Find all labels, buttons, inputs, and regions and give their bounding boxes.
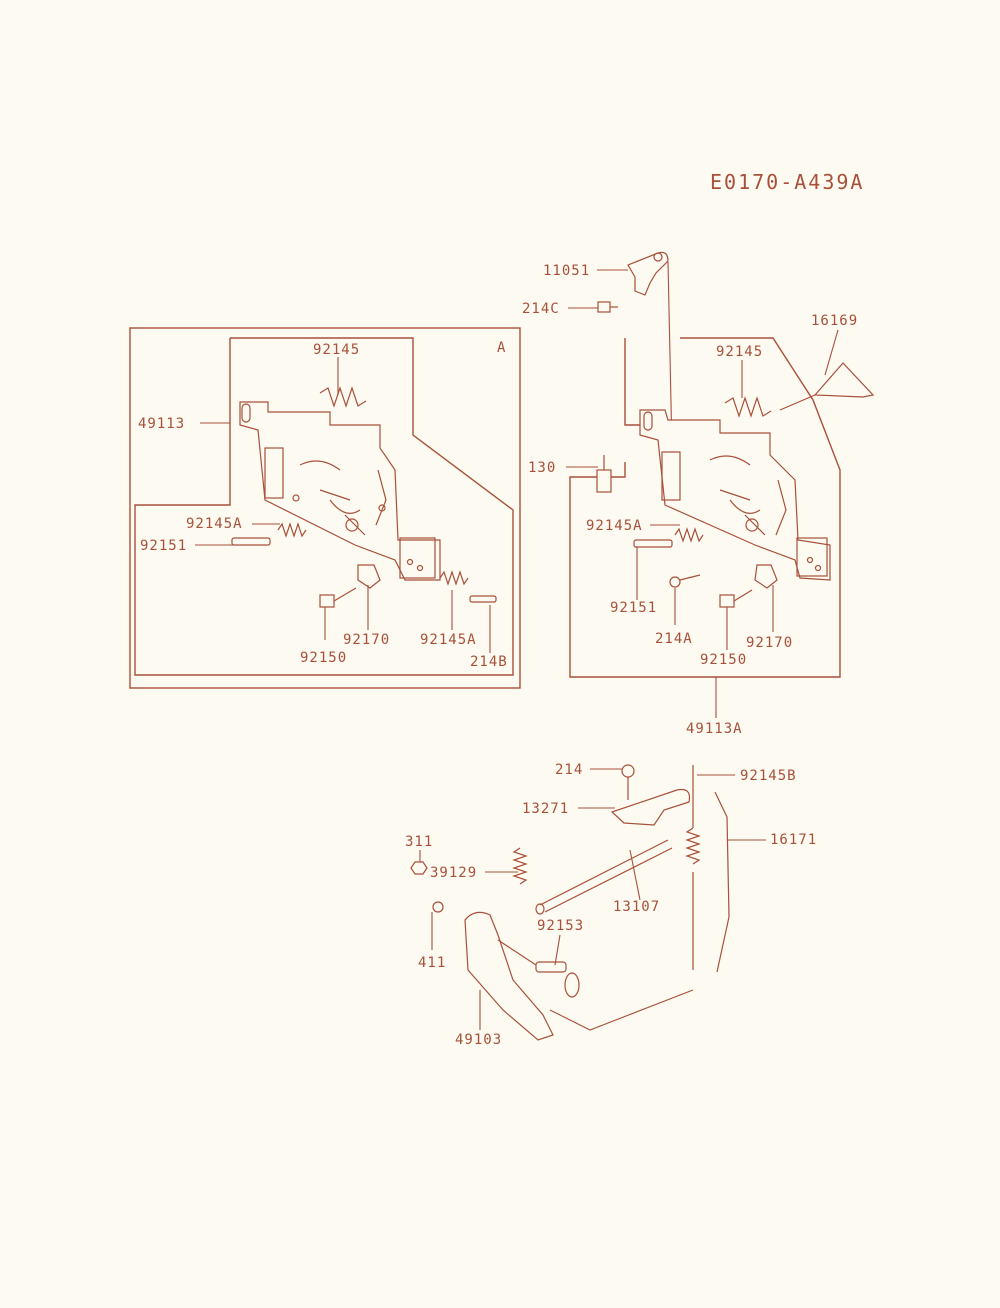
- label-92150-a: 92150: [300, 650, 348, 666]
- label-49113A: 49113A: [686, 721, 743, 737]
- label-92151-a: 92151: [140, 538, 188, 554]
- label-92170-b: 92170: [746, 635, 794, 651]
- label-11051: 11051: [543, 263, 591, 279]
- label-130: 130: [528, 460, 557, 476]
- label-16169: 16169: [811, 313, 859, 329]
- label-13107: 13107: [613, 899, 661, 915]
- governor-assembly-b: [639, 362, 875, 581]
- label-92150-b: 92150: [700, 652, 748, 668]
- section-a-label: A: [497, 340, 507, 356]
- label-214A: 214A: [655, 631, 693, 647]
- leaders-b: [566, 269, 839, 650]
- label-49103: 49103: [455, 1032, 503, 1048]
- label-92151-b: 92151: [610, 600, 658, 616]
- label-92170-a: 92170: [343, 632, 391, 648]
- diagram-code: E0170-A439A: [710, 170, 865, 194]
- label-92145A-a1: 92145A: [186, 516, 243, 532]
- label-13271: 13271: [522, 801, 570, 817]
- label-214C: 214C: [522, 301, 560, 317]
- label-92145B: 92145B: [740, 768, 797, 784]
- leaders-lower: [419, 768, 766, 1031]
- label-214B: 214B: [470, 654, 508, 670]
- label-39129: 39129: [430, 865, 478, 881]
- label-92145A-a2: 92145A: [420, 632, 477, 648]
- label-92145A-b: 92145A: [586, 518, 643, 534]
- label-311: 311: [405, 834, 434, 850]
- lower-assembly: [410, 764, 730, 1041]
- governor-assembly-a: [239, 386, 441, 581]
- small-parts-a: [231, 522, 497, 608]
- bracket-11051: [597, 251, 673, 451]
- label-92145-b: 92145: [716, 344, 764, 360]
- label-214: 214: [555, 762, 584, 778]
- label-92145-a: 92145: [313, 342, 361, 358]
- section-a-frame: [129, 327, 521, 689]
- label-92153: 92153: [537, 918, 585, 934]
- leaders-a: [195, 357, 491, 653]
- label-16171: 16171: [770, 832, 818, 848]
- label-49113: 49113: [138, 416, 186, 432]
- small-parts-b: [596, 455, 778, 608]
- label-411: 411: [418, 955, 447, 971]
